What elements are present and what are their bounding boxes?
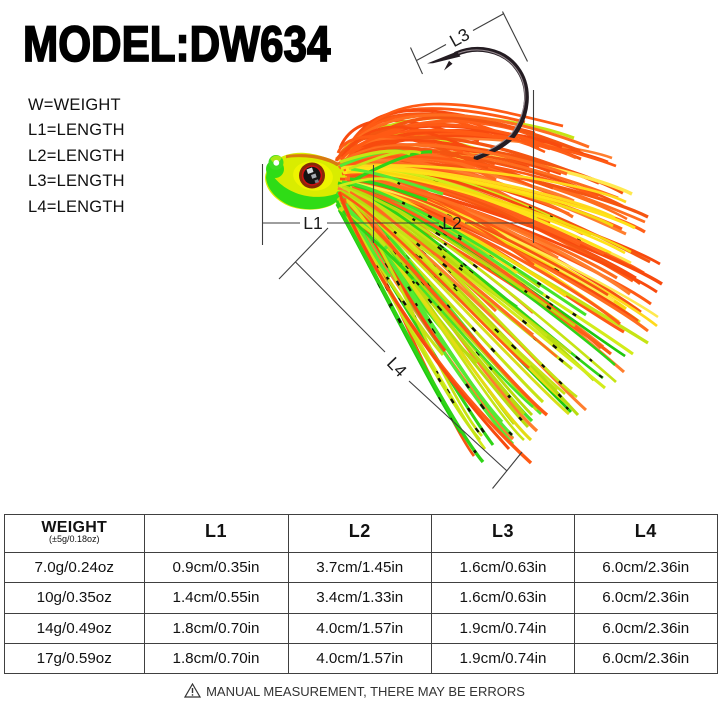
svg-text:L3: L3 [446,24,473,51]
svg-text:L4: L4 [383,353,411,381]
svg-text:L1: L1 [303,213,322,233]
svg-text:L2: L2 [442,213,461,233]
